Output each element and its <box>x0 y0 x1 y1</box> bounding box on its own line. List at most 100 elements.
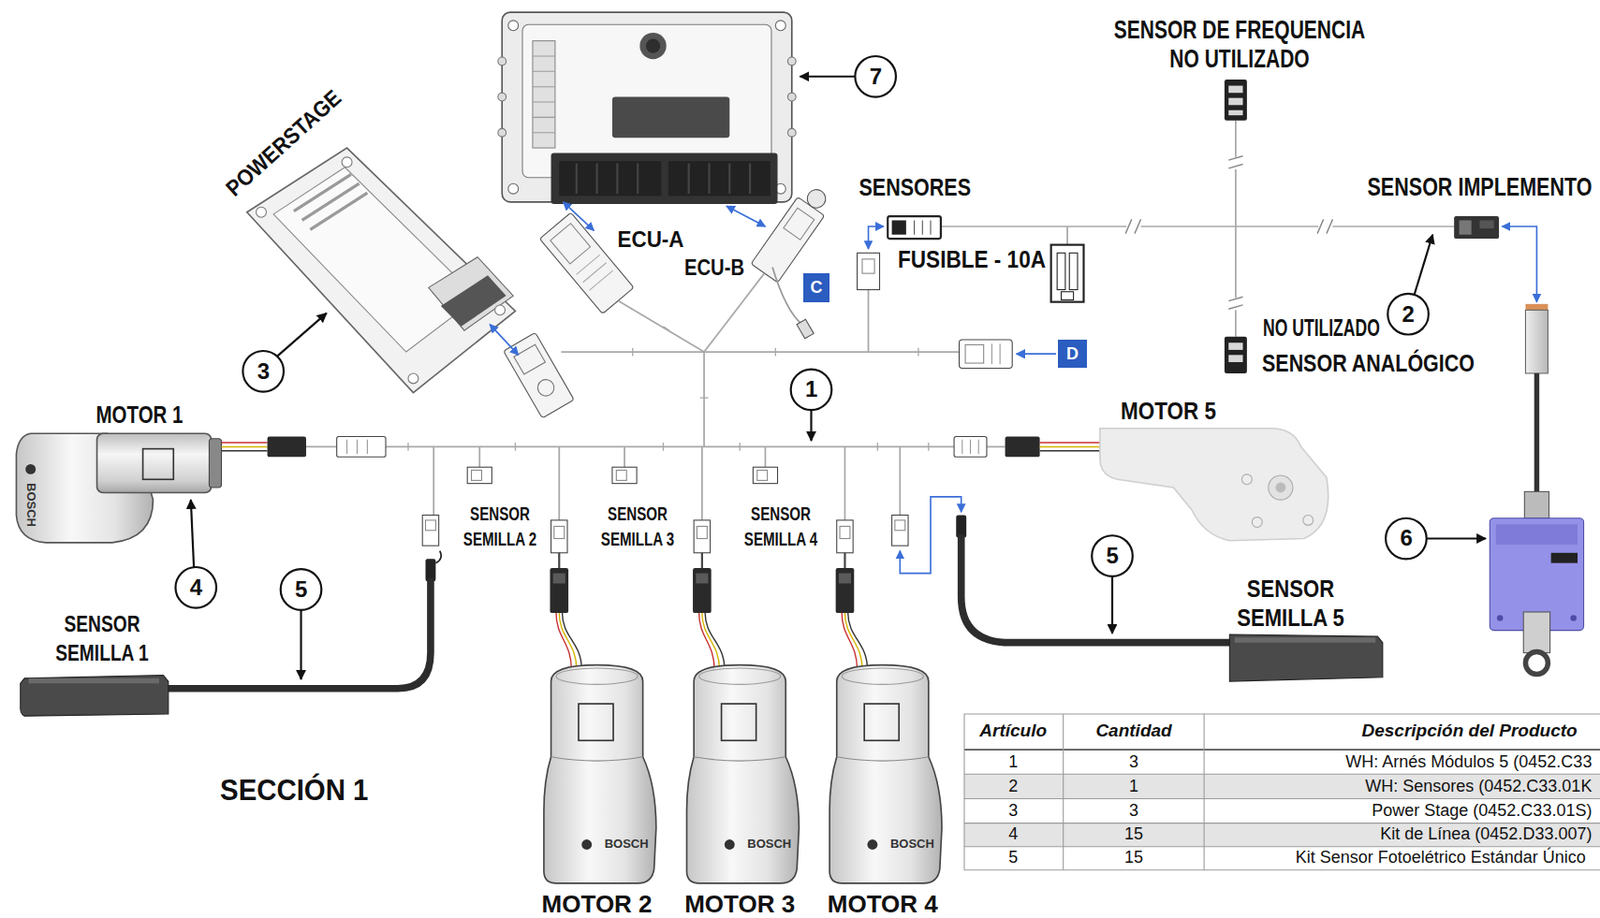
callout-circle <box>175 567 217 609</box>
mate-arrow <box>868 226 884 250</box>
harness-wire <box>703 352 705 447</box>
callout-circle <box>242 351 284 393</box>
harness-tick <box>408 326 929 452</box>
harness-tick <box>408 326 929 452</box>
table-cell: Artículo <box>979 720 1047 742</box>
harness-connector <box>534 376 558 399</box>
callout-circle <box>1385 518 1427 560</box>
powerstage-module <box>273 167 478 353</box>
part-label: ECU-B <box>684 254 745 281</box>
motor-5-illustration <box>954 437 987 458</box>
fuse-holder <box>1051 245 1085 303</box>
implement-sensor <box>1523 612 1550 654</box>
table-cell: WH: Sensores (0452.C33.01K <box>1365 777 1592 797</box>
sensors-connector <box>914 220 931 235</box>
part-label: SENSORES <box>859 174 972 203</box>
parts-table <box>964 774 1600 799</box>
part-label: MOTOR 5 <box>1120 397 1217 426</box>
brand-text: BOSCH <box>23 483 38 528</box>
implement-connector <box>1479 220 1494 229</box>
fuse-holder <box>1069 252 1078 290</box>
powerstage-module <box>495 305 506 316</box>
implement-connector <box>1459 220 1472 235</box>
sensors-connector <box>892 220 907 235</box>
table-cell: Power Stage (0452.C33.01S) <box>1371 801 1592 822</box>
wire-break <box>1228 296 1243 309</box>
motor-1-illustration <box>97 433 212 493</box>
seed-sensor-5-illustration <box>1229 634 1382 682</box>
part-label: SENSOR DE FREQUENCIA NO UTILIZADO <box>1110 15 1371 74</box>
ecu-module <box>576 162 750 194</box>
table-cell: 1 <box>1129 777 1139 797</box>
harness-wire <box>560 351 959 353</box>
harness-wire <box>385 446 955 449</box>
small-plug <box>796 319 814 339</box>
motor-3-illustration <box>687 520 800 884</box>
leader-line <box>1111 576 1114 634</box>
d-connector <box>965 344 984 364</box>
ecu-b-connector <box>803 186 829 212</box>
mate-arrow <box>489 324 519 356</box>
parts-table <box>964 798 1600 823</box>
callout-circle <box>280 569 323 611</box>
motor-5-illustration <box>1005 437 1041 458</box>
part-label: MOTOR 4 <box>827 892 939 917</box>
frequency-connector <box>1228 110 1243 116</box>
ecu-module <box>558 161 661 196</box>
implement-sensor <box>1524 491 1549 518</box>
motor-1-illustration <box>347 440 368 455</box>
ecu-module <box>639 32 666 59</box>
callout-number: 1 <box>805 376 818 403</box>
parts-table <box>964 714 1600 871</box>
harness-wire <box>867 290 870 353</box>
harness-wire <box>623 446 626 468</box>
parts-table <box>964 714 1204 871</box>
callout-circle <box>175 56 1428 611</box>
sensor-stub-connector <box>857 252 881 290</box>
seed-sensor-1-illustration <box>422 514 439 546</box>
motor-5-illustration <box>1303 514 1314 526</box>
seed-sensor-5-illustration <box>895 520 906 531</box>
part-label: POWERSTAGE <box>220 84 347 202</box>
callout-number: 7 <box>869 63 882 90</box>
motor-5-illustration <box>1268 475 1293 500</box>
table-cell: Descripción del Producto <box>1361 720 1577 742</box>
callout-tag: D <box>1057 339 1087 369</box>
motor-5-illustration <box>1241 474 1252 485</box>
motor-1-illustration <box>221 446 268 448</box>
frequency-connector <box>1228 86 1243 94</box>
wire-break <box>1317 219 1333 234</box>
powerstage-module <box>247 147 516 394</box>
motor-5-illustration <box>1251 517 1263 529</box>
seed-sensor-connector <box>467 467 778 484</box>
frequency-connector <box>1228 98 1243 106</box>
motor-1-illustration <box>221 450 268 452</box>
table-cell: 15 <box>1124 848 1144 868</box>
part-label: MOTOR 2 <box>542 892 653 917</box>
brand-text: BOSCH <box>747 837 792 852</box>
callout-number: 2 <box>1402 301 1415 328</box>
harness-wire <box>704 273 764 353</box>
ecu-module <box>501 12 793 203</box>
seed-sensor-1-illustration <box>20 514 441 717</box>
harness-connector <box>513 344 546 375</box>
ecu-module <box>787 57 796 66</box>
motor-4-illustration <box>829 520 942 884</box>
leader-arrow <box>1016 352 1057 355</box>
sensor-stub-connector <box>862 259 875 274</box>
harness-wire <box>617 301 705 353</box>
callout-number: 6 <box>1399 525 1412 552</box>
motor-1-illustration <box>267 437 307 458</box>
analog-connector <box>1224 337 1248 374</box>
powerstage-module <box>247 147 516 394</box>
motor-2-illustration <box>543 520 657 884</box>
sensors-connector <box>887 216 941 239</box>
harness-wire <box>557 446 560 520</box>
ecu-module <box>787 92 796 102</box>
mate-arrow <box>563 202 595 232</box>
callout-circle <box>1091 535 1133 577</box>
motor-1-illustration <box>25 464 36 475</box>
seed-sensor-connector <box>612 467 637 484</box>
seed-sensor-connector <box>471 469 483 481</box>
callout-number: 3 <box>257 358 270 385</box>
